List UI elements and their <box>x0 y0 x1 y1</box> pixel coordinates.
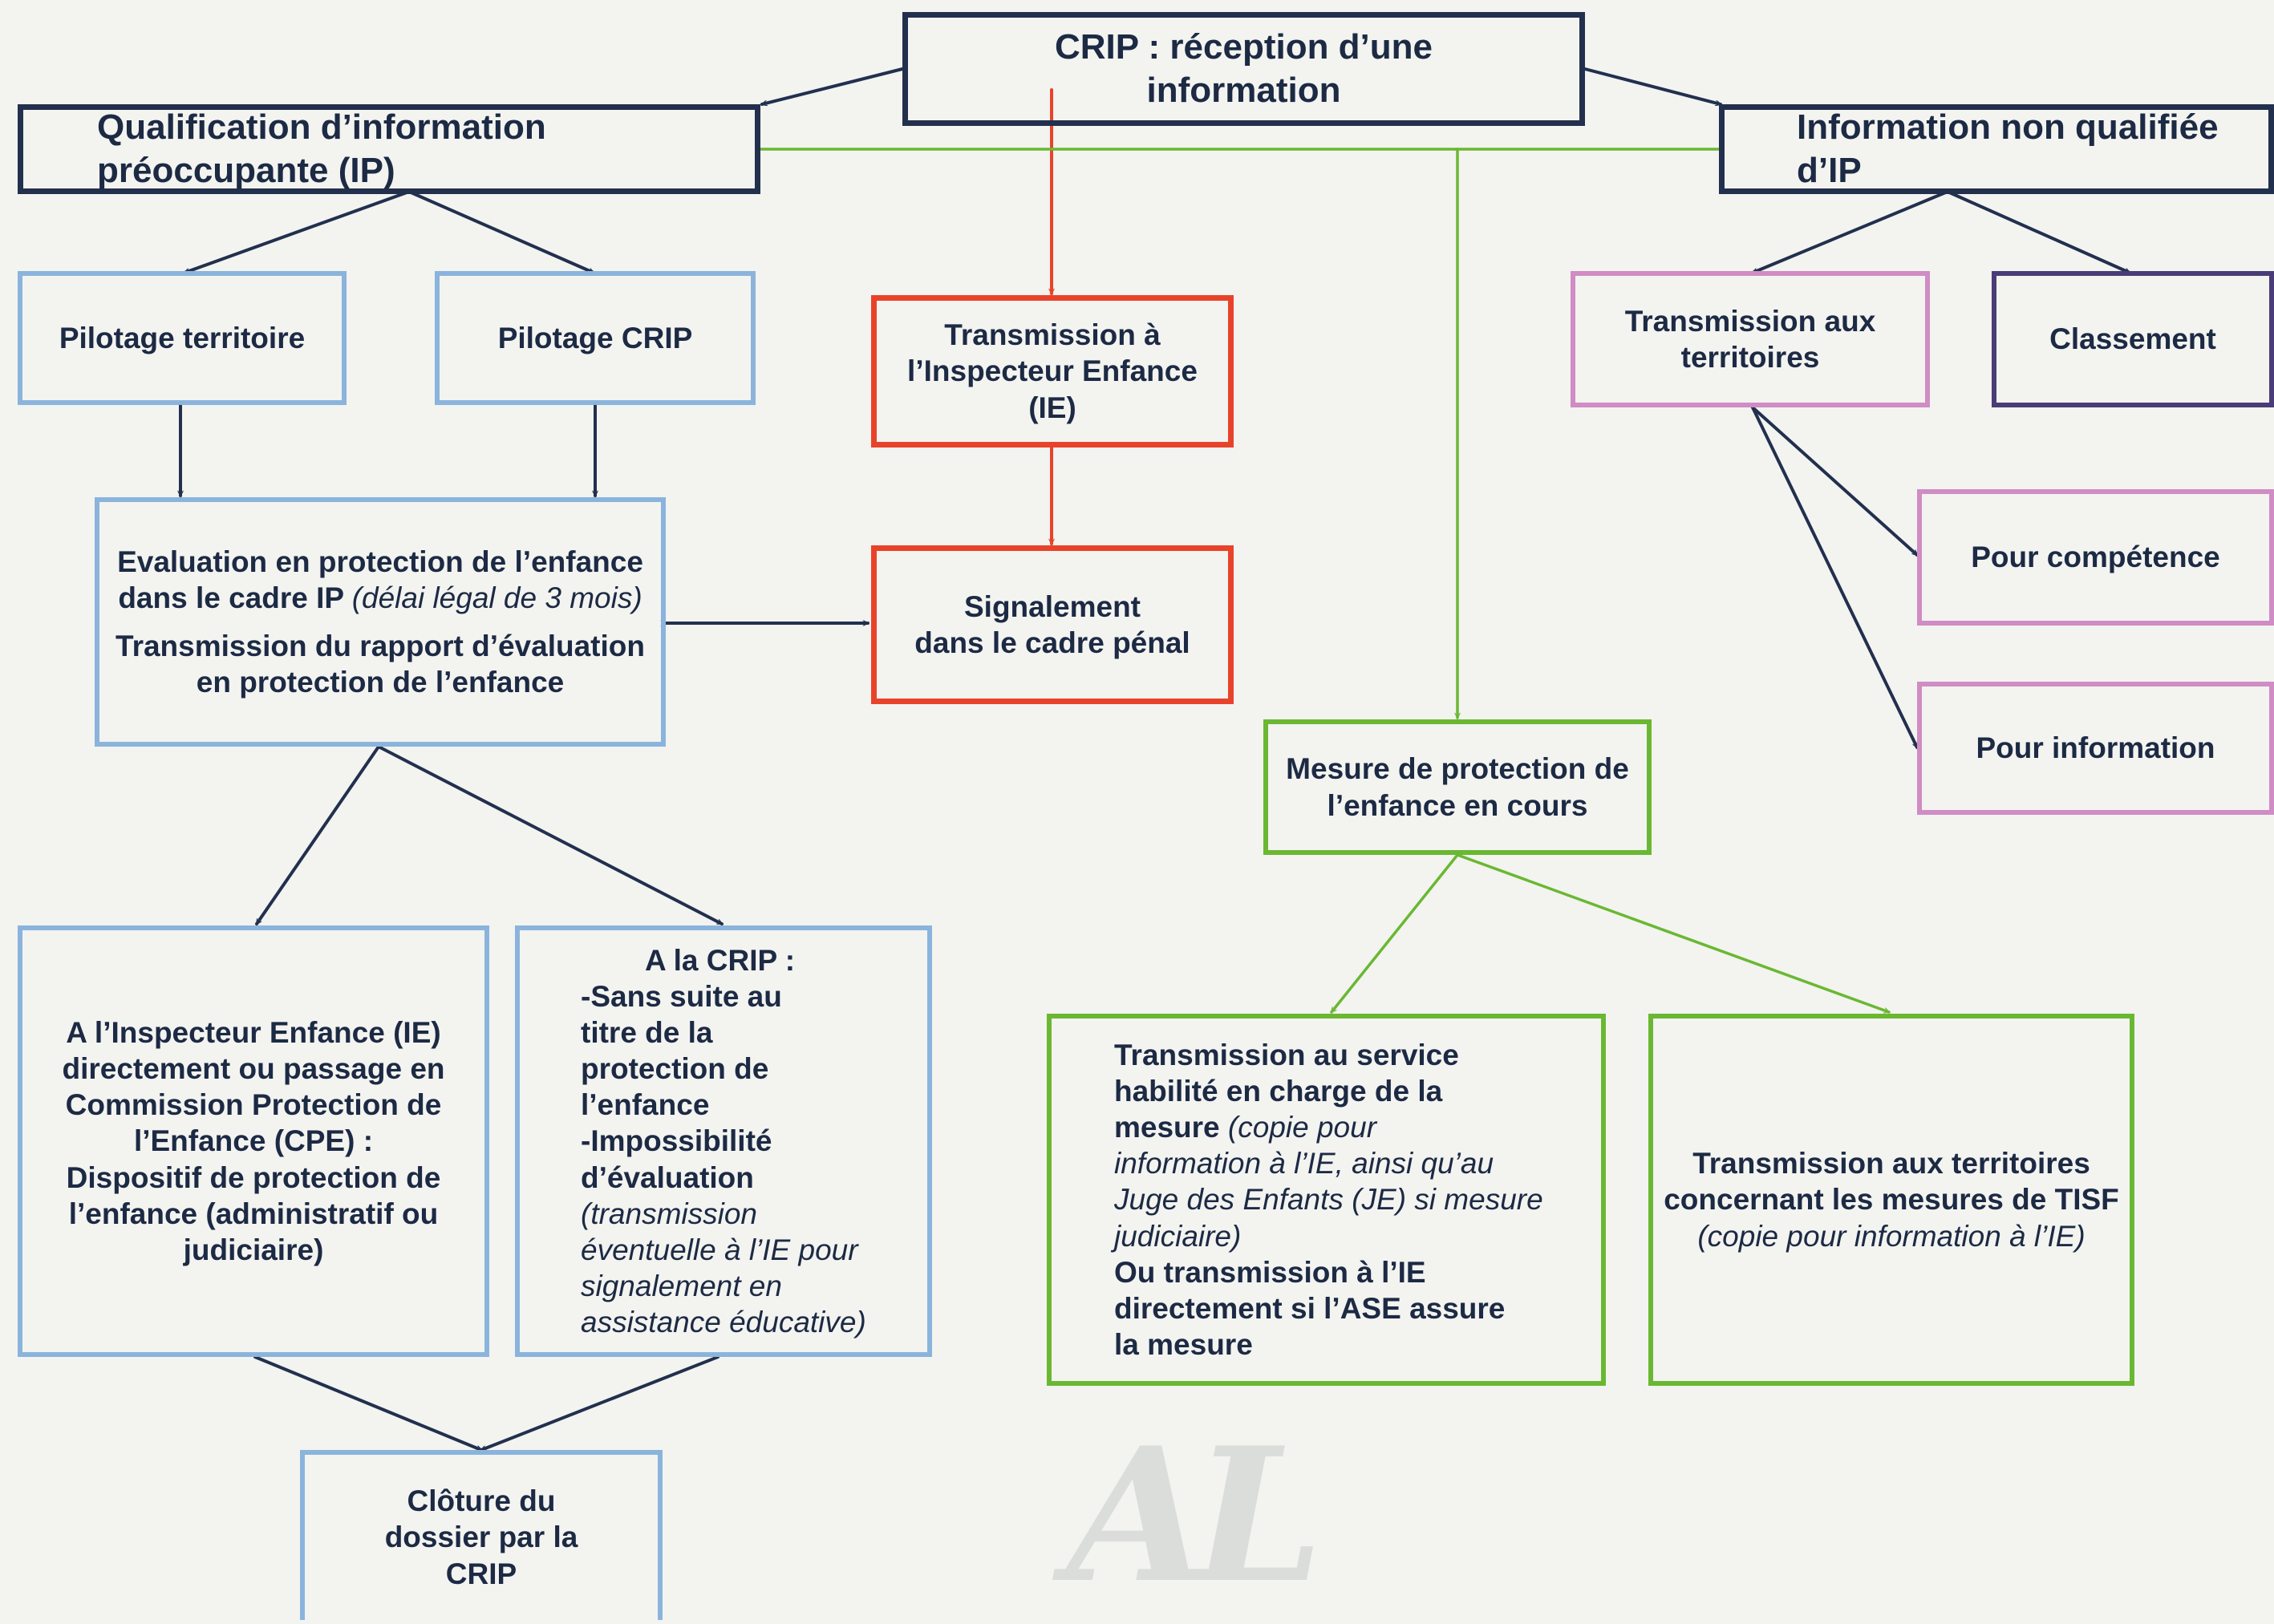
node-pilotage-crip: Pilotage CRIP <box>435 271 756 405</box>
node-pour-competence: Pour compétence <box>1917 489 2274 626</box>
cloture-line1: Clôture du <box>407 1484 556 1518</box>
node-pour-information: Pour information <box>1917 682 2274 815</box>
pour-information-label: Pour information <box>1976 731 2215 765</box>
node-mesure-en-cours: Mesure de protection de l’enfance en cou… <box>1263 719 1652 855</box>
node-evaluation: Evaluation en protection de l’enfance da… <box>95 497 666 747</box>
node-crip-reception: CRIP : réception d’une information <box>902 12 1585 126</box>
node-classement: Classement <box>1992 271 2274 407</box>
node-a-la-crip: A la CRIP : -Sans suite au titre de la p… <box>515 925 932 1357</box>
evaluation-line2-bold: dans le cadre IP <box>118 581 344 615</box>
edge-a-la-crip-to-cloture <box>480 1355 719 1452</box>
transmission-ie-line1: Transmission à <box>944 318 1161 352</box>
node-pilotage-territoire: Pilotage territoire <box>18 271 347 405</box>
edge-territoires-to-information <box>1751 406 1919 749</box>
service-habilite-line2: habilité en charge de la <box>1114 1075 1443 1108</box>
pour-competence-label: Pour compétence <box>1971 541 2220 574</box>
evaluation-line2-italic: (délai légal de 3 mois) <box>351 581 642 615</box>
crip-reception-line2: information <box>1146 71 1341 110</box>
service-habilite-line3: mesure (copie pour <box>1114 1109 1601 1145</box>
cloture-line2: dossier par la <box>384 1521 578 1554</box>
evaluation-line2: dans le cadre IP (délai légal de 3 mois) <box>99 580 661 616</box>
a-la-crip-line3: titre de la <box>581 1016 713 1050</box>
service-habilite-line5: Juge des Enfants (JE) si mesure <box>1114 1183 1543 1217</box>
classement-label: Classement <box>2049 322 2216 356</box>
crip-reception-line1: CRIP : réception d’une <box>1054 27 1433 67</box>
qualification-line2: préoccupante (IP) <box>97 151 395 190</box>
node-cloture-dossier: Clôture du dossier par la CRIP <box>300 1450 663 1620</box>
node-information-non-qualifiee: Information non qualifiée d’IP <box>1719 104 2274 194</box>
tisf-line1: Transmission aux territoires <box>1692 1147 2090 1181</box>
a-la-crip-line7: d’évaluation <box>581 1160 754 1194</box>
node-signalement-penal: Signalement dans le cadre pénal <box>871 545 1234 704</box>
a-la-crip-line6: -Impossibilité <box>581 1124 772 1158</box>
ie-direct-line3: Commission Protection de <box>65 1088 442 1122</box>
edge-mesure-to-service-habilite <box>1330 853 1459 1014</box>
service-habilite-line3-italic: (copie pour <box>1227 1111 1377 1144</box>
mesure-en-cours-line1: Mesure de protection de <box>1286 752 1629 786</box>
cloture-line3: CRIP <box>445 1557 517 1590</box>
service-habilite-line1: Transmission au service <box>1114 1038 1459 1071</box>
node-inspecteur-enfance-direct: A l’Inspecteur Enfance (IE) directement … <box>18 925 489 1357</box>
a-la-crip-line8: (transmission <box>581 1197 757 1230</box>
node-transmission-aux-territoires: Transmission aux territoires <box>1571 271 1930 407</box>
a-la-crip-line10: signalement en <box>581 1269 782 1302</box>
node-qualification-ip: Qualification d’information préoccupante… <box>18 104 760 194</box>
service-habilite-line3-bold: mesure <box>1114 1111 1220 1144</box>
transmission-territoires-line2: territoires <box>1680 341 1820 374</box>
tisf-line3: (copie pour information à l’IE) <box>1697 1219 2086 1253</box>
ie-direct-line5: Dispositif de protection de <box>66 1160 441 1194</box>
transmission-territoires-line1: Transmission aux <box>1624 304 1876 338</box>
service-habilite-line4: information à l’IE, ainsi qu’au <box>1114 1147 1494 1181</box>
a-la-crip-line9: éventuelle à l’IE pour <box>581 1233 858 1266</box>
a-la-crip-line4: protection de <box>581 1052 769 1086</box>
a-la-crip-line11: assistance éducative) <box>581 1306 866 1339</box>
ie-direct-line7: judiciaire) <box>183 1233 324 1266</box>
signalement-line1: Signalement <box>964 589 1141 623</box>
service-habilite-line7: Ou transmission à l’IE <box>1114 1255 1426 1289</box>
a-la-crip-line2: -Sans suite au <box>581 979 782 1013</box>
edge-non-qualif-to-transmission-territoires <box>1751 190 1949 274</box>
edge-qualif-to-pilotage-territoire <box>183 190 411 274</box>
edge-crip-to-non-qualif <box>1583 67 1722 104</box>
mesure-en-cours-line2: l’enfance en cours <box>1327 788 1588 822</box>
pilotage-territoire-label: Pilotage territoire <box>59 321 306 354</box>
service-habilite-line6: judiciaire) <box>1114 1219 1242 1253</box>
ie-direct-line1: A l’Inspecteur Enfance (IE) <box>66 1016 441 1050</box>
tisf-line2: concernant les mesures de TISF <box>1664 1183 2119 1217</box>
ie-direct-line6: l’enfance (administratif ou <box>68 1197 439 1230</box>
edge-qualif-to-pilotage-crip <box>407 190 595 274</box>
service-habilite-line8: directement si l’ASE assure <box>1114 1291 1506 1325</box>
signalement-line2: dans le cadre pénal <box>914 626 1190 659</box>
node-service-habilite: Transmission au service habilité en char… <box>1047 1014 1606 1386</box>
node-transmission-inspecteur: Transmission à l’Inspecteur Enfance (IE) <box>871 295 1234 448</box>
evaluation-line3: Transmission du rapport d’évaluation <box>116 629 645 662</box>
a-la-crip-line5: l’enfance <box>581 1088 710 1122</box>
pilotage-crip-label: Pilotage CRIP <box>497 321 693 354</box>
non-qualifiee-line2: d’IP <box>1797 151 1862 190</box>
watermark-logo: AL <box>1066 1407 1323 1624</box>
edge-evaluation-to-ie-direct <box>255 745 380 925</box>
edge-evaluation-to-a-la-crip <box>377 745 724 925</box>
node-transmission-tisf: Transmission aux territoires concernant … <box>1648 1014 2134 1386</box>
edge-non-qualif-to-classement <box>1946 190 2131 274</box>
ie-direct-line2: directement ou passage en <box>62 1052 445 1086</box>
transmission-ie-line2: l’Inspecteur Enfance <box>907 354 1198 388</box>
edge-mesure-to-tisf <box>1456 853 1889 1014</box>
qualification-line1: Qualification d’information <box>97 107 546 148</box>
a-la-crip-line1: A la CRIP : <box>645 943 796 977</box>
ie-direct-line4: l’Enfance (CPE) : <box>133 1124 374 1158</box>
service-habilite-line9: la mesure <box>1114 1327 1253 1361</box>
non-qualifiee-line1: Information non qualifiée <box>1797 107 2219 148</box>
transmission-ie-line3: (IE) <box>1028 391 1076 424</box>
evaluation-line4: en protection de l’enfance <box>196 665 565 699</box>
evaluation-line1: Evaluation en protection de l’enfance <box>117 545 643 579</box>
edge-territoires-to-competence <box>1751 406 1919 557</box>
edge-ie-direct-to-cloture <box>253 1355 483 1452</box>
edge-crip-to-qualif <box>760 67 904 104</box>
